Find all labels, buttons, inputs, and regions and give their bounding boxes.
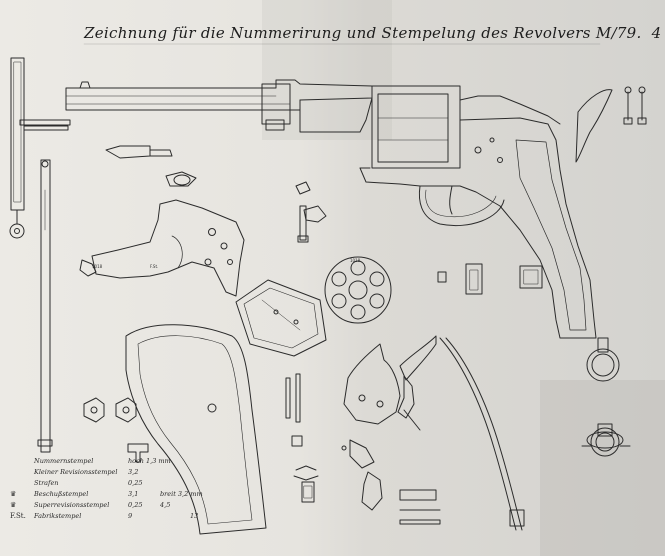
legend-symbol: F.St. [10, 512, 26, 520]
legend-value: 0,25 [128, 479, 143, 487]
legend-label: Nummernstempel [34, 457, 94, 465]
hammer-parts [79, 145, 327, 277]
cleaning-rod [37, 159, 53, 453]
drawing-title-mark: 4 [651, 24, 662, 42]
right-small-parts [399, 86, 647, 525]
legend-symbol: ♛ [10, 501, 17, 509]
legend-symbol: ♛ [10, 490, 17, 498]
legend-value: 9 [128, 512, 133, 520]
small-screws [83, 397, 149, 463]
legend-label: Beschußstempel [34, 490, 89, 498]
legend-label: Fabrikstempel [34, 512, 82, 520]
revolver-frame [65, 79, 620, 382]
paper-bleed-shadow-lower [540, 380, 665, 556]
legend-label: Strafen [34, 479, 59, 487]
legend-value: 0,25 [128, 501, 143, 509]
legend-value: 3,2 [128, 468, 139, 476]
grip-stamp: F.St. [150, 264, 158, 269]
legend-value: 4,5 [160, 501, 171, 509]
ejector-rod [9, 57, 71, 239]
loading-gate [235, 279, 327, 357]
legend-label: Superrevisionsstempel [34, 501, 110, 509]
side-plate [91, 199, 245, 297]
legend-label: Kleiner Revisionsstempel [34, 468, 118, 476]
lanyard-ring-detail [581, 423, 631, 457]
cylinder-number: 1018 [350, 258, 361, 263]
legend-value: breit 3,2 mm [160, 490, 203, 498]
grip-panel [125, 324, 267, 535]
paper-bleed-shadow [262, 0, 392, 140]
main-spring [439, 337, 525, 531]
trigger-mechanism [343, 335, 437, 511]
springs-and-pins [285, 373, 347, 503]
legend-value: 3,1 [128, 490, 139, 498]
side-plate-number: 1018 [92, 264, 103, 269]
drawing-title-text: Zeichnung für die Nummerirung und Stempe… [84, 24, 642, 42]
legend-value: hoch 1,3 mm [128, 457, 171, 465]
legend-value: 13 [190, 512, 199, 520]
cylinder [324, 256, 392, 324]
drawing-title: Zeichnung für die Nummerirung und Stempe… [84, 24, 661, 42]
